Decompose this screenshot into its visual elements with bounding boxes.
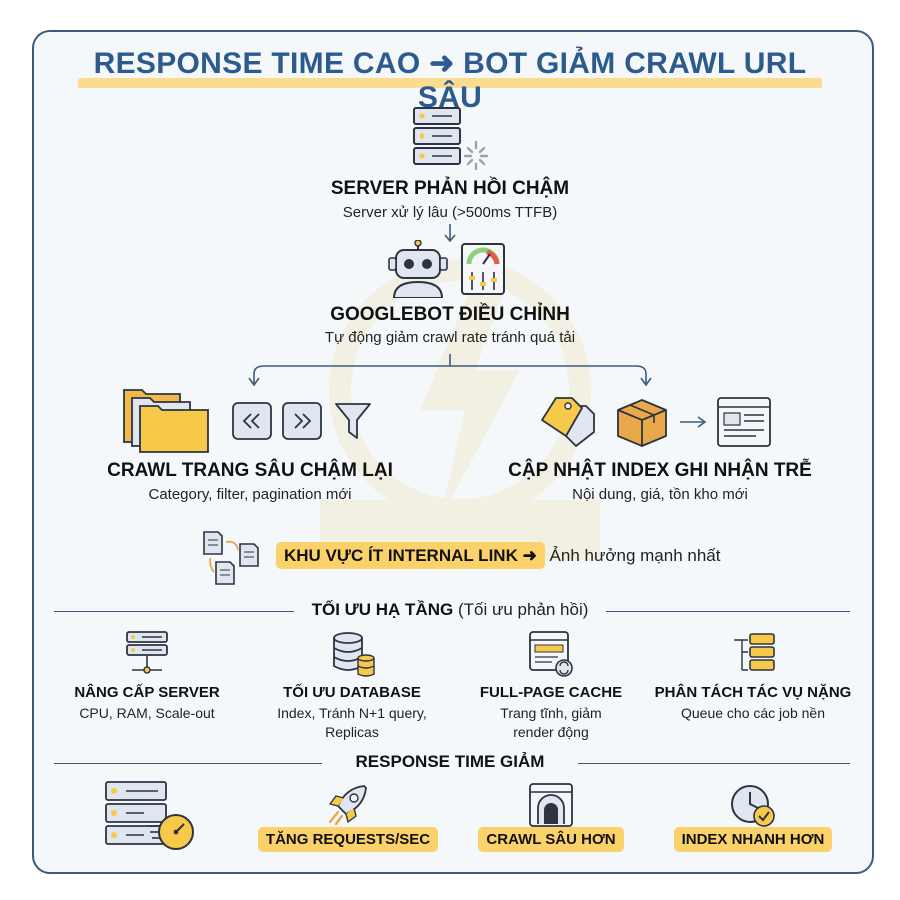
main-title-text: RESPONSE TIME CAO ➜ BOT GIẢM CRAWL URL S… xyxy=(93,47,807,114)
divider-left-1 xyxy=(54,611,294,612)
impact-highlight: KHU VỰC ÍT INTERNAL LINK ➜ xyxy=(276,542,545,569)
solution-2-line1: Index, Tránh N+1 query, xyxy=(277,705,427,721)
task-queue-icon xyxy=(734,633,775,671)
deep-crawl-arch-icon xyxy=(529,783,573,827)
solution-3-line1: Trang tĩnh, giảm xyxy=(500,705,602,721)
right-branch-heading: CẬP NHẬT INDEX GHI NHẬN TRỄ xyxy=(508,460,812,481)
step2-heading: GOOGLEBOT ĐIỀU CHỈNH xyxy=(330,304,570,325)
section1-heading: TỐI ƯU HẠ TẦNG xyxy=(311,600,454,619)
result-3: INDEX NHANH HƠN xyxy=(646,827,860,852)
price-tag-icon xyxy=(541,397,595,447)
solution-3-title: FULL-PAGE CACHE xyxy=(479,684,623,701)
fast-index-clock-icon xyxy=(731,785,775,827)
prev-page-button-icon xyxy=(232,402,272,440)
solution-2-line2: Replicas xyxy=(325,724,379,740)
result-1: TĂNG REQUESTS/SEC xyxy=(240,827,456,852)
solution-3-line2: render động xyxy=(513,724,589,740)
section1-note: (Tối ưu phản hồi) xyxy=(453,600,589,619)
linked-documents-icon xyxy=(203,531,259,585)
server-upgrade-icon xyxy=(126,631,168,674)
arrow-down-icon xyxy=(444,224,456,243)
result-1-label: TĂNG REQUESTS/SEC xyxy=(257,827,439,852)
step1-heading: SERVER PHẢN HỒI CHẬM xyxy=(330,178,570,199)
divider-right-2 xyxy=(578,763,850,764)
package-box-icon xyxy=(617,399,667,447)
section2-heading: RESPONSE TIME GIẢM xyxy=(355,752,545,771)
googlebot-robot-icon xyxy=(388,240,448,298)
gauge-control-panel-icon xyxy=(461,243,505,295)
server-slow-icon xyxy=(413,107,489,170)
impact-text: Ảnh hưởng mạnh nhất xyxy=(544,546,721,565)
rocket-icon xyxy=(328,785,367,826)
filter-funnel-icon xyxy=(335,403,371,439)
main-title: RESPONSE TIME CAO ➜ BOT GIẢM CRAWL URL S… xyxy=(60,46,840,115)
branch-arrows-icon xyxy=(248,354,652,387)
page-cache-icon xyxy=(529,631,573,677)
step1-desc: Server xử lý lâu (>500ms TTFB) xyxy=(342,204,558,221)
impact-callout: KHU VỰC ÍT INTERNAL LINK ➜ Ảnh hưởng mạn… xyxy=(276,542,721,569)
solution-4-line1: Queue cho các job nền xyxy=(681,705,825,721)
fast-server-icon xyxy=(105,781,194,850)
web-page-index-icon xyxy=(717,397,771,447)
result-2-label: CRAWL SÂU HƠN xyxy=(478,827,624,852)
right-branch-desc: Nội dung, giá, tồn kho mới xyxy=(572,486,748,503)
arrow-right-icon xyxy=(680,416,707,428)
left-branch-desc: Category, filter, pagination mới xyxy=(148,486,352,503)
database-icon xyxy=(333,632,375,677)
result-2: CRAWL SÂU HƠN xyxy=(456,827,646,852)
section1-title: TỐI ƯU HẠ TẦNG (Tối ưu phản hồi) xyxy=(294,600,606,620)
result-3-label: INDEX NHANH HƠN xyxy=(673,827,833,852)
folders-icon xyxy=(123,389,209,453)
solution-1-line1: CPU, RAM, Scale-out xyxy=(79,705,215,721)
title-underline-band xyxy=(78,78,822,88)
divider-right-1 xyxy=(606,611,850,612)
solution-1-title: NÂNG CẤP SERVER xyxy=(74,684,220,701)
step2-desc: Tự động giảm crawl rate tránh quá tải xyxy=(324,329,576,346)
left-branch-heading: CRAWL TRANG SÂU CHẬM LẠI xyxy=(107,460,393,481)
solution-4-title: PHÂN TÁCH TÁC VỤ NẶNG xyxy=(654,684,852,701)
divider-left-2 xyxy=(54,763,322,764)
next-page-button-icon xyxy=(282,402,322,440)
solution-2-title: TỐI ƯU DATABASE xyxy=(283,684,421,701)
